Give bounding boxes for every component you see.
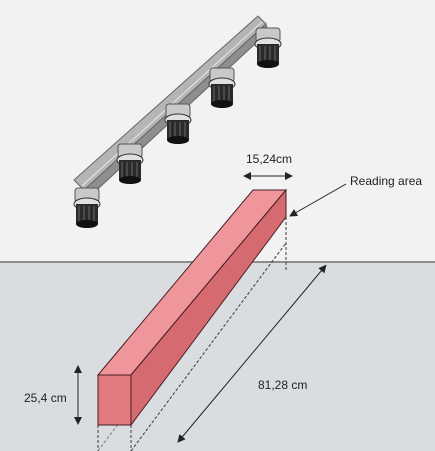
height-label: 25,4 cm <box>24 391 67 405</box>
antenna-unit-icon <box>73 187 101 228</box>
length-arrow <box>177 264 327 443</box>
reading-area-pointer: Reading area <box>289 174 422 217</box>
volume-front-face <box>97 374 132 426</box>
antenna-unit-icon <box>254 27 282 68</box>
wall-background <box>0 0 435 262</box>
antenna-unit-icon <box>116 143 144 184</box>
length-label: 81,28 cm <box>258 378 307 392</box>
antenna-unit-icon <box>208 67 236 108</box>
height-dimension: 25,4 cm <box>24 365 82 425</box>
length-dimension: 81,28 cm <box>177 264 327 443</box>
width-label: 15,24cm <box>246 152 292 166</box>
antenna-unit-icon <box>164 103 192 144</box>
width-dimension: 15,24cm <box>243 152 293 180</box>
reading-area-label: Reading area <box>350 174 422 188</box>
antenna-rail-icon <box>73 15 282 228</box>
reading-area-arrow <box>289 183 347 217</box>
